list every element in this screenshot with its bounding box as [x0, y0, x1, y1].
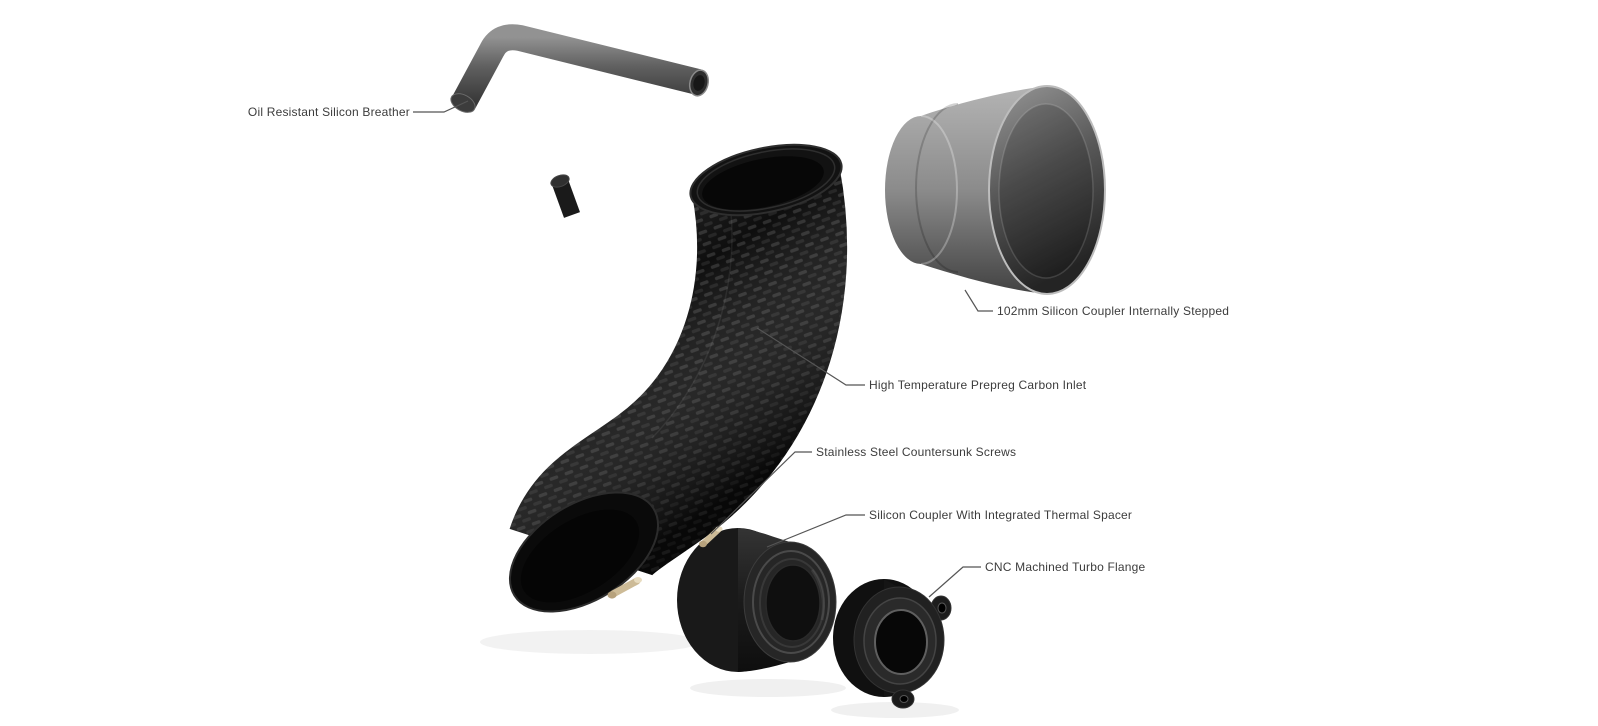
leader-line-turbo-flange — [928, 566, 981, 598]
stepped-coupler-illustration — [885, 85, 1106, 295]
leader-lines — [413, 100, 993, 598]
turbo-flange-illustration — [833, 579, 952, 709]
leader-line-breather — [413, 100, 469, 113]
leader-line-carbon-inlet — [756, 327, 865, 386]
label-cnc-turbo-flange: CNC Machined Turbo Flange — [985, 560, 1146, 574]
ground-shadows — [480, 630, 959, 718]
leader-line-stepped-coupler — [964, 289, 993, 312]
carbon-inlet-illustration — [508, 143, 848, 613]
countersunk-screws-illustration — [607, 526, 723, 599]
label-oil-resistant-breather: Oil Resistant Silicon Breather — [247, 105, 410, 119]
label-countersunk-screws: Stainless Steel Countersunk Screws — [816, 445, 1017, 459]
leader-line-screws — [710, 451, 812, 535]
breather-hose-illustration — [450, 24, 710, 113]
thermal-spacer-coupler-illustration — [677, 528, 837, 672]
label-prepreg-carbon-inlet: High Temperature Prepreg Carbon Inlet — [869, 378, 1087, 392]
leader-line-thermal-spacer — [766, 514, 865, 548]
label-102mm-stepped-coupler: 102mm Silicon Coupler Internally Stepped — [997, 304, 1230, 318]
label-thermal-spacer-coupler: Silicon Coupler With Integrated Thermal … — [869, 508, 1133, 522]
